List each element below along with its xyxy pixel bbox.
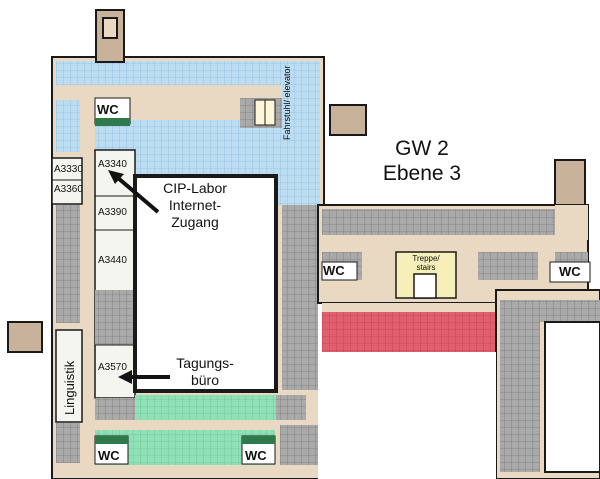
cip-line1: CIP-Labor [163, 180, 227, 196]
right-wing [317, 204, 600, 479]
cip-labor-label: CIP-Labor Internet- Zugang [160, 180, 230, 231]
wc-bottom-right: WC [245, 448, 267, 463]
wc-corridor-left: WC [323, 263, 345, 278]
room-a3440: A3440 [98, 255, 127, 266]
cip-line3: Zugang [171, 214, 219, 230]
wc-top: WC [97, 102, 119, 117]
left-wing [51, 56, 325, 479]
tagung-line1: Tagungs- [176, 355, 234, 371]
cip-line2: Internet- [168, 197, 222, 213]
level-name: Ebene 3 [382, 162, 462, 185]
elevator-label: Fahrstuhl/ elevator [282, 65, 292, 140]
room-a3340: A3340 [98, 159, 127, 170]
stairs-label: Treppe/ stairs [402, 254, 450, 272]
building-name: GW 2 [395, 137, 449, 160]
linguistik-label: Linguistik [62, 360, 77, 415]
room-a3330: A3330 [54, 164, 83, 175]
building-label: GW 2 Ebene 3 [372, 136, 472, 186]
room-a3360: A3360 [54, 184, 83, 195]
tagungsbuero-label: Tagungs- büro [170, 355, 240, 389]
arrows [108, 170, 170, 384]
room-a3570: A3570 [98, 362, 127, 373]
room-a3390: A3390 [98, 207, 127, 218]
wc-corridor-right: WC [559, 264, 581, 279]
stairs-line1: Treppe/ [412, 254, 440, 263]
wc-bottom-left: WC [98, 448, 120, 463]
tagung-line2: büro [190, 372, 220, 388]
stairs-line2: stairs [416, 263, 436, 272]
